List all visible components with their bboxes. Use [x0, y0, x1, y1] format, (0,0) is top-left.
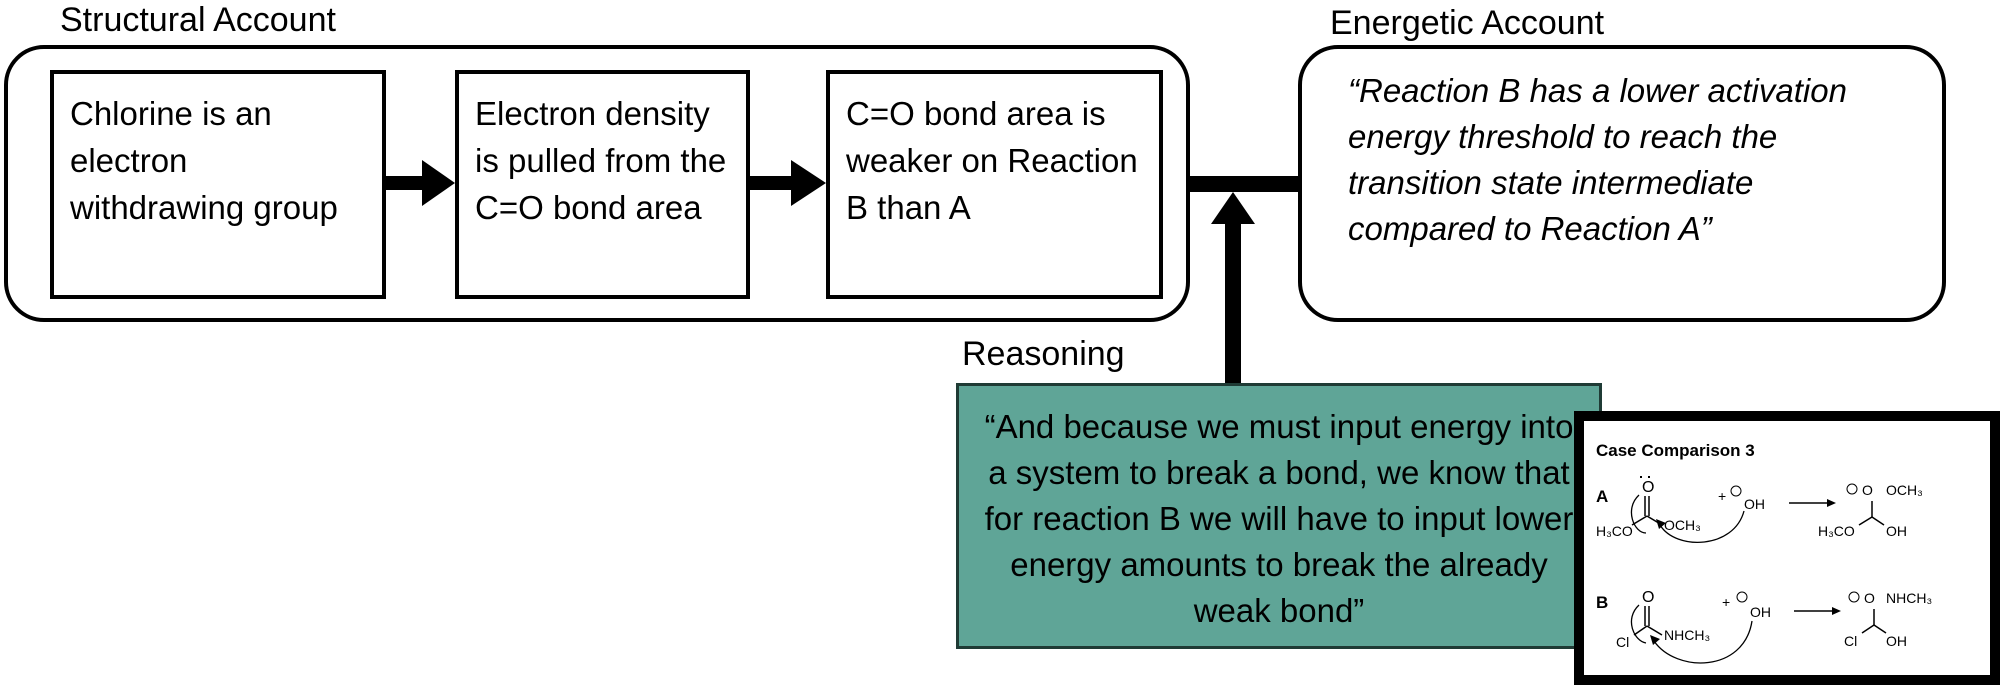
reaction-b-carbonyl-o: O [1642, 589, 1654, 606]
reaction-a-product-charge [1846, 483, 1858, 495]
reaction-a-reaction-arrowhead [1827, 499, 1836, 507]
reaction-b-product-charge [1848, 591, 1860, 603]
reaction-b-attack-arrowhead [1650, 635, 1660, 645]
reaction-a-nucleophile-charge [1730, 485, 1742, 497]
reaction-b-reactant-left: Cl [1616, 634, 1629, 650]
reaction-b-product-right: OH [1886, 633, 1907, 649]
reaction-b-product-left: Cl [1844, 633, 1857, 649]
reaction-a-product-right: OH [1886, 523, 1907, 539]
energetic-account-panel [1298, 45, 1946, 322]
reaction-a-nucleophile: OH [1744, 496, 1765, 512]
reaction-a-carbonyl-o: O [1642, 479, 1654, 496]
reaction-b-bond-right [1646, 625, 1663, 636]
structural-step-2: Electron density is pulled from the C=O … [455, 70, 750, 299]
reaction-a-plus: + [1718, 488, 1726, 504]
reaction-a-product-o: O [1862, 482, 1873, 498]
reaction-b-product-o: O [1864, 590, 1875, 606]
reaction-a-product-bond-left [1858, 516, 1873, 526]
arrow-1-shaft [386, 176, 426, 190]
reasoning-quote: “And because we must input energy into a… [984, 408, 1574, 629]
reasoning-heading: Reasoning [962, 335, 1125, 373]
reaction-b-product-bond-left [1861, 624, 1875, 634]
reaction-b-plus: + [1722, 594, 1730, 610]
reaction-b-reactant-right: NHCH₃ [1664, 627, 1710, 643]
structural-account-heading: Structural Account [60, 1, 336, 39]
arrow-reasoning-shaft [1225, 220, 1241, 385]
reaction-a-product-bond-right [1871, 516, 1885, 526]
structural-step-3: C=O bond area is weaker on Reaction B th… [826, 70, 1163, 299]
arrow-2-shaft [750, 176, 795, 190]
energetic-quote: “Reaction B has a lower activation energ… [1348, 72, 1847, 247]
reaction-a-reactant-left: H₃CO [1596, 523, 1633, 539]
energetic-account-heading: Energetic Account [1330, 4, 1605, 42]
structural-step-1: Chlorine is an electron withdrawing grou… [50, 70, 386, 299]
reaction-b-arc-arrow [1630, 604, 1647, 644]
reaction-a-label: A [1596, 487, 1608, 506]
reaction-b-attack-arrow [1653, 620, 1753, 664]
reaction-b-bond-left [1633, 625, 1648, 636]
reaction-a-arc-arrow [1630, 494, 1647, 534]
reaction-a-reactant-right: OCH₃ [1664, 517, 1701, 533]
reaction-a-attack-arrow [1659, 510, 1745, 543]
reaction-b-product-top: NHCH₃ [1886, 590, 1932, 606]
arrow-1-head [422, 160, 455, 206]
reaction-b-label: B [1596, 593, 1608, 612]
reaction-a-attack-arrowhead [1656, 519, 1666, 529]
reaction-schemes: A O H₃CO OCH₃ + OH O OCH₃ H₃CO OH B O Cl… [1596, 476, 1932, 664]
reaction-b-product-bond-right [1873, 624, 1887, 634]
reaction-b-nucleophile: OH [1750, 604, 1771, 620]
arrow-main-shaft [1190, 176, 1306, 192]
arrow-2-head [791, 160, 826, 206]
reaction-a-product-top: OCH₃ [1886, 482, 1923, 498]
reaction-b-nucleophile-charge [1736, 591, 1748, 603]
case-comparison-title: Case Comparison 3 [1596, 441, 1755, 460]
case-comparison-inset: Case Comparison 3 A O H₃CO OCH₃ + OH O O… [1574, 411, 2000, 685]
reasoning-box: “And because we must input energy into a… [956, 383, 1602, 649]
reaction-b-reaction-arrowhead [1832, 607, 1841, 615]
arrow-reasoning-head [1211, 192, 1255, 224]
reaction-a-product-left: H₃CO [1818, 523, 1855, 539]
